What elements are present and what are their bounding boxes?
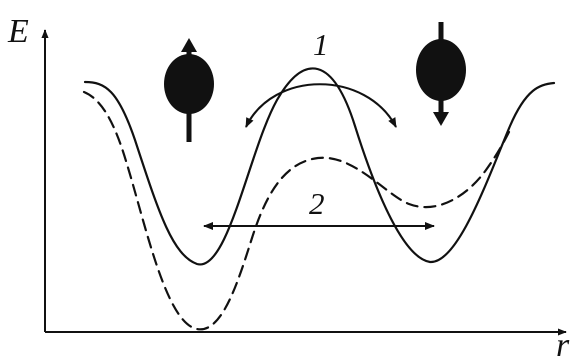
transition-1-label: 1 [313,27,329,62]
transition-1-arrow [246,84,396,127]
transition-2-label: 2 [309,186,325,221]
spin-up-icon [164,38,214,142]
dashed-energy-curve [84,92,512,329]
x-axis-label: r [556,327,570,358]
spin-down-icon [416,22,466,126]
solid-energy-curve [85,68,554,264]
y-axis-label: E [7,13,29,50]
